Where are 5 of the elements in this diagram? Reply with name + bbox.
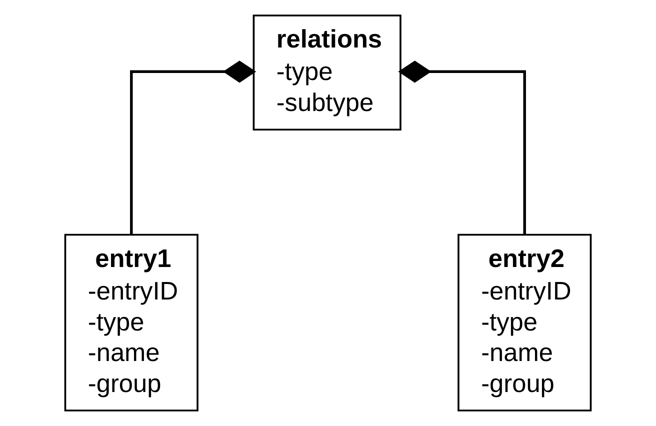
node-box: relations -type -subtype [252,14,402,131]
connector [398,60,526,234]
node-box: entry2 -entryID -type -name -group [458,234,592,412]
connector [130,60,256,234]
node-box: entry1 -entryID -type -name -group [64,234,198,412]
